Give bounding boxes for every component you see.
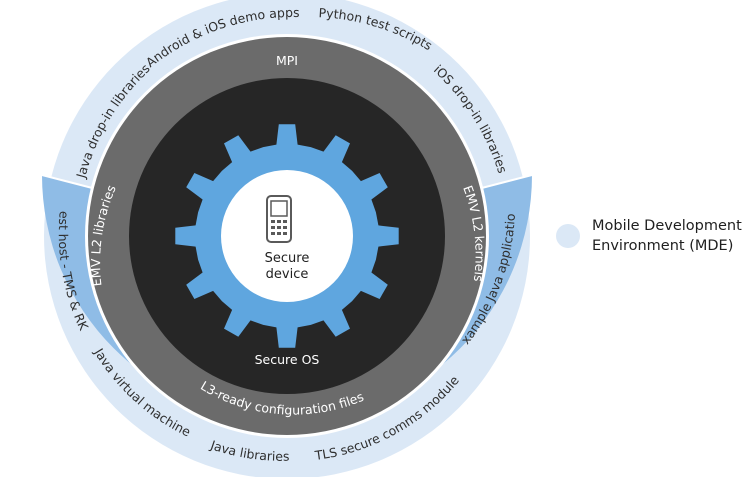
gray-ring-label-mpi: MPI <box>276 53 298 68</box>
separator <box>473 174 533 191</box>
phone-icon <box>266 195 292 243</box>
legend-label: Mobile Development Environment (MDE) <box>592 218 742 254</box>
separator <box>41 174 101 191</box>
os-ring-label: Secure OS <box>255 352 320 367</box>
legend: Mobile Development Environment (MDE) <box>556 216 750 256</box>
center-label-line1: Secure <box>265 251 310 266</box>
legend-swatch <box>556 224 580 248</box>
center-label-line2: device <box>266 267 309 282</box>
